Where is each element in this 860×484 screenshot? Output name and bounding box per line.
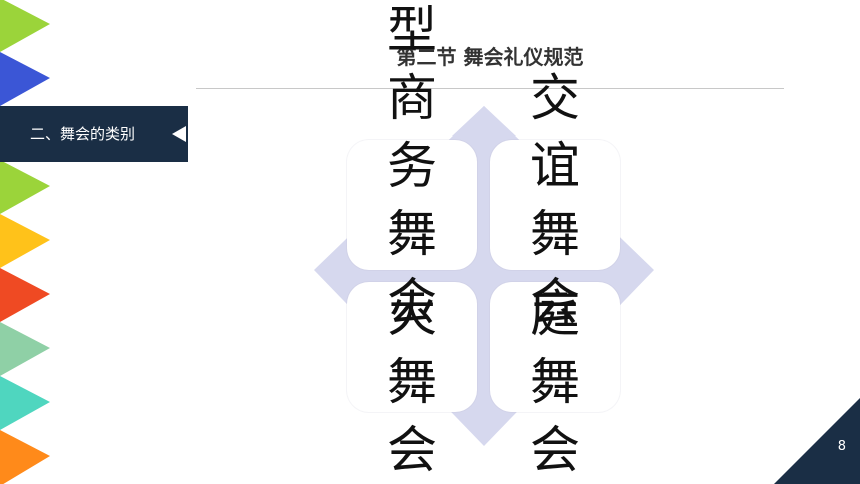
page-title: 第二节 舞会礼仪规范 (396, 45, 584, 69)
triangle-right-icon (0, 430, 50, 484)
triangle-right-icon (0, 376, 50, 430)
triangle-right-icon (0, 0, 50, 52)
card-bonfire[interactable] (347, 282, 477, 412)
card-business[interactable] (347, 140, 477, 270)
triangle-strip (0, 0, 50, 484)
card-family-text: 庭舞会 (530, 285, 580, 479)
triangle-right-icon (0, 52, 50, 106)
card-social[interactable] (490, 140, 620, 270)
section-label: 二、舞会的类别 (30, 125, 136, 143)
triangle-left-icon (172, 126, 186, 142)
corner-triangle-icon (774, 398, 860, 484)
triangle-right-icon (0, 160, 50, 214)
page-number: 8 (837, 439, 846, 454)
card-bonfire-text: 火舞会 (387, 285, 437, 479)
card-family[interactable] (490, 282, 620, 412)
card-social-text: 交谊舞会 (530, 69, 580, 331)
card-business-text: 型商务舞会 (387, 1, 437, 331)
triangle-right-icon (0, 214, 50, 268)
triangle-right-icon (0, 322, 50, 376)
diamond-tip-top (452, 106, 516, 136)
title-divider (196, 88, 784, 89)
triangle-right-icon (0, 268, 50, 322)
section-bar[interactable]: 二、舞会的类别 (0, 106, 188, 162)
